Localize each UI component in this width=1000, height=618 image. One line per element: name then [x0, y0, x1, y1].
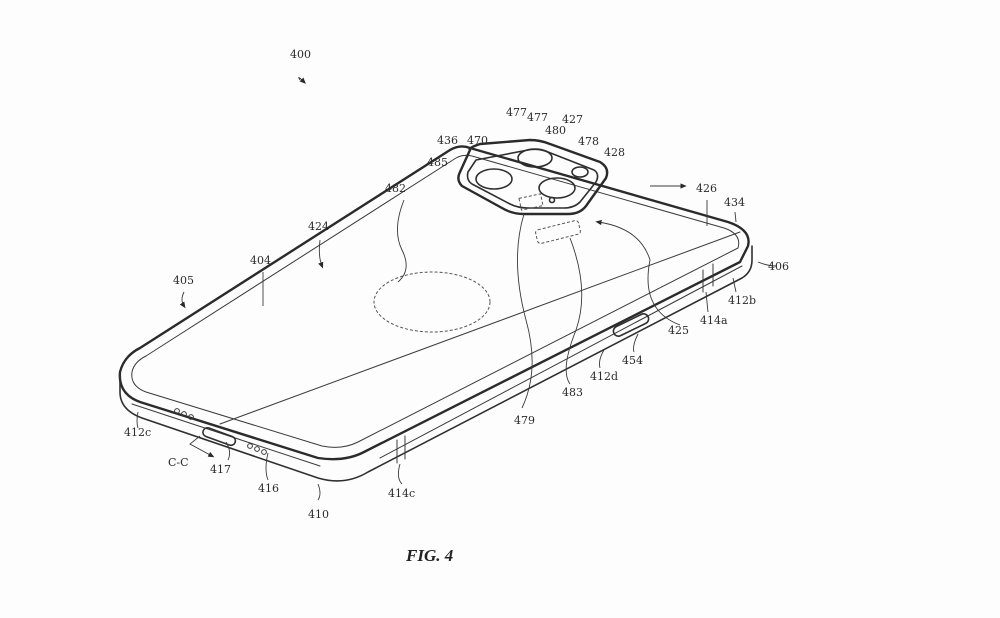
- label-477a: 477: [506, 106, 527, 119]
- connector-outline: [535, 220, 581, 244]
- lens-left-icon: [475, 168, 513, 190]
- label-470: 470: [467, 134, 488, 147]
- leader-lines: [136, 77, 777, 501]
- label-412c: 412c: [124, 426, 151, 439]
- label-417: 417: [210, 463, 231, 476]
- coil-outline: [373, 271, 491, 333]
- label-426: 426: [696, 182, 717, 195]
- label-482: 482: [385, 182, 406, 195]
- sensor-dot-icon: [548, 196, 556, 204]
- camera-module: [457, 138, 609, 216]
- reference-labels: 400 404 405 406 410 412b 412c 412d 414a …: [124, 48, 789, 565]
- charging-port: [202, 426, 237, 447]
- label-404: 404: [250, 254, 271, 267]
- label-436: 436: [437, 134, 458, 147]
- label-479: 479: [514, 414, 535, 427]
- label-406: 406: [768, 260, 789, 273]
- label-405: 405: [173, 274, 194, 287]
- label-414a: 414a: [700, 314, 728, 327]
- label-454: 454: [622, 354, 643, 367]
- label-412d: 412d: [590, 370, 618, 383]
- label-section-cc: C-C: [168, 456, 189, 469]
- label-414c: 414c: [388, 487, 415, 500]
- label-424: 424: [308, 220, 329, 233]
- side-button: [612, 313, 650, 337]
- label-427: 427: [562, 113, 583, 126]
- speaker-holes-left: [174, 408, 194, 420]
- label-428: 428: [604, 146, 625, 159]
- label-425: 425: [668, 324, 689, 337]
- label-410: 410: [308, 508, 329, 521]
- label-412b: 412b: [728, 294, 756, 307]
- label-434: 434: [724, 196, 745, 209]
- label-483: 483: [562, 386, 583, 399]
- flash-icon: [571, 166, 589, 178]
- figure-caption: FIG. 4: [405, 546, 453, 565]
- phone-body: [118, 145, 753, 482]
- label-485: 485: [427, 156, 448, 169]
- label-416: 416: [258, 482, 279, 495]
- label-480: 480: [545, 124, 566, 137]
- lens-top-icon: [517, 148, 553, 168]
- speaker-holes-right: [247, 443, 267, 455]
- lens-right-icon: [538, 177, 576, 199]
- label-477b: 477: [527, 111, 548, 124]
- label-400: 400: [290, 48, 311, 61]
- label-478: 478: [578, 135, 599, 148]
- component-outline: [518, 193, 544, 211]
